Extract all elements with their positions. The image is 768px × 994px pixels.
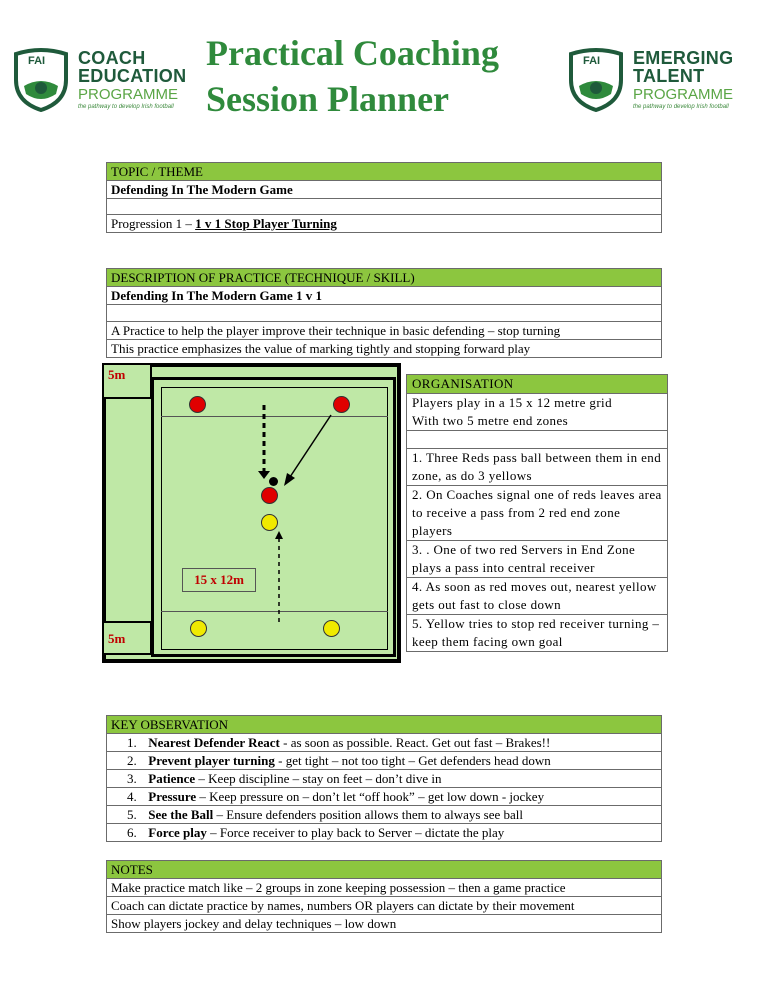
description-table: DESCRIPTION OF PRACTICE (TECHNIQUE / SKI…	[106, 268, 662, 358]
ball	[269, 477, 278, 486]
description-header: DESCRIPTION OF PRACTICE (TECHNIQUE / SKI…	[106, 268, 662, 287]
fai-crest-icon: FAI	[10, 46, 72, 113]
grid-size-label: 15 x 12m	[182, 568, 256, 592]
bottom-end-zone-line	[161, 611, 388, 612]
organisation-intro: Players play in a 15 x 12 metre grid Wit…	[406, 393, 668, 431]
description-blank-row	[106, 304, 662, 322]
description-line1: A Practice to help the player improve th…	[106, 321, 662, 340]
topic-title: Defending In The Modern Game	[106, 180, 662, 199]
organisation-header: ORGANISATION	[406, 374, 668, 394]
pitch-markings	[258, 405, 332, 622]
title-line2: Session Planner	[206, 79, 450, 119]
list-item: 6. Force play – Force receiver to play b…	[106, 823, 662, 842]
logo-mark: FAI	[583, 55, 601, 67]
progression-prefix: Progression 1 –	[111, 215, 196, 231]
pass-arrowhead	[284, 473, 295, 486]
pass-line	[289, 414, 332, 478]
logo-tagline: the pathway to develop Irish football	[633, 103, 729, 110]
list-item: 5. See the Ball – Ensure defenders posit…	[106, 805, 662, 824]
pitch-outer-boundary	[151, 377, 396, 657]
notes-line: Make practice match like – 2 groups in z…	[106, 878, 662, 897]
organisation-step-2: 2. On Coaches signal one of reds leaves …	[406, 485, 668, 541]
key-observation-header: KEY OBSERVATION	[106, 715, 662, 734]
description-title: Defending In The Modern Game 1 v 1	[106, 286, 662, 305]
logo-line2: TALENT	[633, 65, 705, 86]
logo-line2: EDUCATION	[78, 65, 187, 86]
yellow-player-defender	[261, 514, 278, 531]
fai-crest-icon: FAI	[565, 46, 627, 113]
logo-line3: PROGRAMME	[78, 85, 179, 103]
description-line2: This practice emphasizes the value of ma…	[106, 339, 662, 358]
notes-header: NOTES	[106, 860, 662, 879]
organisation-step-1: 1. Three Reds pass ball between them in …	[406, 448, 668, 486]
organisation-step-5: 5. Yellow tries to stop red receiver tur…	[406, 614, 668, 652]
list-item: 4. Pressure – Keep pressure on – don’t l…	[106, 787, 662, 806]
list-item: 1. Nearest Defender React - as soon as p…	[106, 733, 662, 752]
defender-run-arrowhead	[275, 531, 283, 539]
yellow-player-right	[323, 620, 340, 637]
top-end-zone-line	[161, 416, 388, 417]
pitch-grid	[161, 387, 388, 650]
red-player-receiver	[261, 487, 278, 504]
topic-table: TOPIC / THEME Defending In The Modern Ga…	[106, 162, 662, 233]
top-zone-label: 5m	[102, 363, 152, 399]
logo-line3: PROGRAMME	[633, 85, 734, 103]
organisation-blank-row	[406, 430, 668, 449]
progression-title: 1 v 1 Stop Player Turning	[195, 215, 337, 231]
title-line1: Practical Coaching	[206, 33, 499, 73]
bottom-zone-label: 5m	[102, 621, 152, 655]
progression-row: Progression 1 – 1 v 1 Stop Player Turnin…	[106, 214, 662, 233]
organisation-intro-line1: Players play in a 15 x 12 metre grid	[412, 395, 612, 410]
logo-line1: EMERGING	[633, 47, 734, 68]
list-item: 3. Patience – Keep discipline – stay on …	[106, 769, 662, 788]
notes-line: Show players jockey and delay techniques…	[106, 914, 662, 933]
list-item: 2. Prevent player turning - get tight – …	[106, 751, 662, 770]
topic-blank-row	[106, 198, 662, 215]
logo-mark: FAI	[28, 55, 46, 67]
red-player-server-left	[189, 396, 206, 413]
organisation-step-4: 4. As soon as red moves out, nearest yel…	[406, 577, 668, 615]
page-title: Practical Coaching Session Planner	[206, 30, 499, 122]
organisation-intro-line2: With two 5 metre end zones	[412, 413, 569, 428]
pitch-diagram: 5m 5m 15 x 12m	[102, 363, 401, 663]
logo-tagline: the pathway to develop Irish football	[78, 103, 174, 110]
yellow-player-left	[190, 620, 207, 637]
coach-education-logo: FAI COACH EDUCATION PROGRAMME the pathwa…	[10, 46, 187, 113]
notes-table: NOTES Make practice match like – 2 group…	[106, 860, 662, 933]
red-player-server-right	[333, 396, 350, 413]
topic-header: TOPIC / THEME	[106, 162, 662, 181]
dribble-arrowhead	[258, 471, 270, 479]
key-observation-table: KEY OBSERVATION 1. Nearest Defender Reac…	[106, 715, 662, 842]
organisation-table: ORGANISATION Players play in a 15 x 12 m…	[406, 374, 668, 652]
emerging-talent-logo: FAI EMERGING TALENT PROGRAMME the pathwa…	[565, 46, 734, 113]
organisation-step-3: 3. . One of two red Servers in End Zone …	[406, 540, 668, 578]
notes-line: Coach can dictate practice by names, num…	[106, 896, 662, 915]
logo-line1: COACH	[78, 47, 146, 68]
